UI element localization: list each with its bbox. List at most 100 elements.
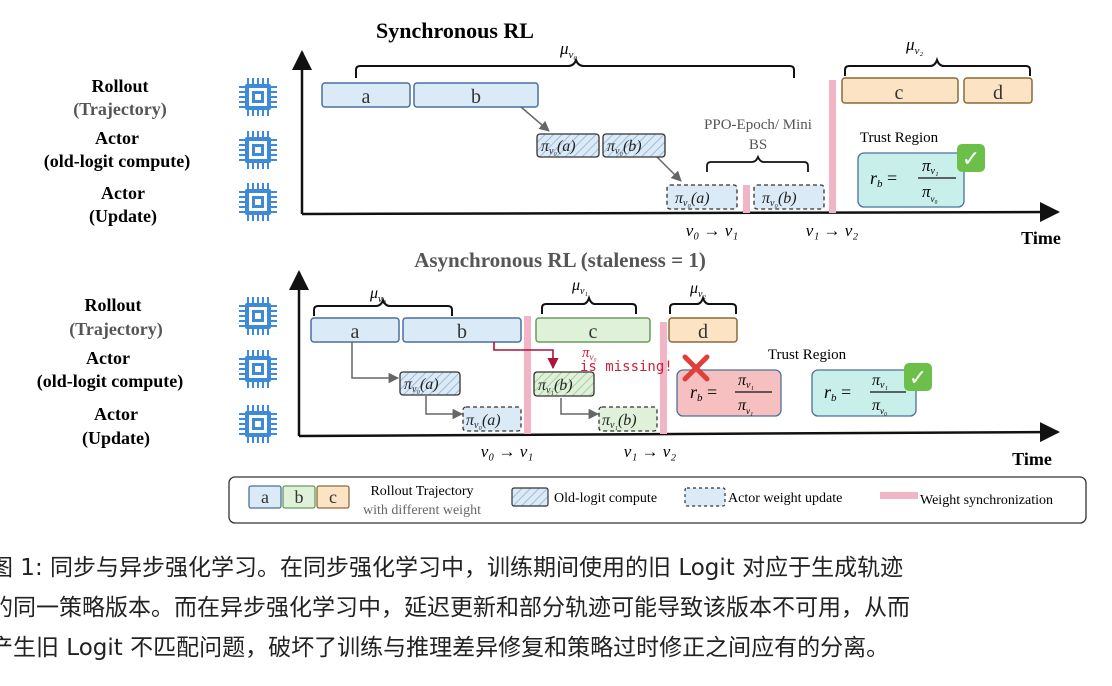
- sync-oldlogit-b-label: πv₀(b): [607, 138, 642, 157]
- legend-oldlogit-label: Old-logit compute: [554, 491, 657, 506]
- sync-oldlogit-a: [536, 133, 600, 158]
- async-brace-mu-v2: [669, 294, 737, 314]
- sync-rollout-a-label: a: [362, 86, 371, 108]
- sync-update-a: [666, 184, 738, 210]
- sync-transition-v0-v1: v₀ → v₁: [686, 221, 738, 240]
- async-weight-sync-bar: [660, 322, 667, 434]
- legend-box: [228, 476, 1087, 524]
- gpu-chip-icon: [238, 77, 278, 117]
- caption-line-2: 的同一策略版本。而在异步强化学习中，延迟更新和部分轨迹可能导致该版本不可用，从而: [0, 595, 910, 621]
- async-update-a: [462, 406, 522, 432]
- gpu-chip-icon: [238, 130, 278, 170]
- missing-pi-label: πv₀: [582, 345, 597, 362]
- async-rollout-b-label: b: [457, 321, 467, 343]
- async-time-label: Time: [1012, 449, 1052, 469]
- async-row-update-label: Actor: [94, 404, 138, 424]
- sync-rollout-d-label: d: [993, 82, 1003, 104]
- async-ratio-bad-lhs: rb =: [690, 382, 717, 404]
- sync-weight-sync-bar: [829, 80, 836, 213]
- async-brace-mu-v0: [313, 296, 453, 316]
- sync-rollout-c-label: c: [895, 82, 904, 104]
- gpu-chip-icon: [238, 296, 278, 336]
- sync-row-oldlogit-sublabel: (old-logit compute): [44, 151, 190, 172]
- ppo-brace: [706, 154, 809, 172]
- async-oldlogit-a-label: πv₀(a): [404, 376, 439, 395]
- sync-arrow-to-oldlogit: [520, 106, 550, 132]
- sync-update-b: [753, 184, 825, 210]
- legend-rollout-sublabel: with different weight: [363, 503, 481, 518]
- sync-rollout-c: [841, 77, 959, 104]
- check-icon: [904, 363, 932, 391]
- sync-update-a-label: πv₀(a): [675, 190, 710, 209]
- sync-ratio-numerator: πv₁: [922, 156, 938, 177]
- gpu-chip-icon: [238, 349, 278, 389]
- async-oldlogit-a: [399, 371, 461, 396]
- async-ratio-good-numerator: πv₁: [872, 372, 888, 391]
- ppo-label-line1: PPO-Epoch/ Mini: [704, 117, 812, 133]
- async-ratio-box-good: [811, 369, 917, 417]
- sync-brace-mu-v2: [844, 56, 1031, 76]
- legend-swatch-c-label: c: [329, 487, 337, 507]
- legend-sync-swatch: [880, 492, 918, 499]
- sync-transition-v1-v2: v₁ → v₂: [806, 221, 859, 240]
- async-title: Asynchronous RL (staleness = 1): [414, 248, 706, 272]
- sync-rollout-a: [321, 82, 411, 108]
- legend-swatch-b: [282, 485, 316, 509]
- legend-swatch-a: [248, 485, 282, 509]
- async-brace-mu-v1: [541, 294, 637, 314]
- async-rollout-a: [310, 317, 400, 343]
- sync-ratio-denominator: πv₀: [922, 182, 938, 204]
- async-arrow-a-to-oldlogit: [351, 342, 400, 384]
- legend-update-label: Actor weight update: [728, 491, 842, 506]
- sync-update-b-label: πv₀(b): [762, 190, 797, 209]
- sync-arrow-to-update: [655, 155, 682, 182]
- async-update-a-label: πv₀(a): [466, 412, 501, 431]
- legend-swatch-b-label: b: [295, 487, 304, 507]
- async-trust-region-label: Trust Region: [768, 347, 847, 363]
- async-transition-v1-v2: v₁ → v₂: [624, 442, 677, 461]
- sync-oldlogit-b: [602, 133, 666, 158]
- async-ratio-bad-numerator: πv₁: [738, 372, 754, 391]
- sync-time-label: Time: [1021, 228, 1061, 248]
- caption-line-1: 图 1: 同步与异步强化学习。在同步强化学习中，训练期间使用的旧 Logit 对…: [0, 555, 904, 581]
- async-row-rollout-sublabel: (Trajectory): [69, 319, 163, 340]
- async-mu-v0: μv₀: [369, 285, 386, 305]
- async-update-b-label: πv₁(b): [602, 412, 637, 431]
- check-icon: [957, 144, 985, 172]
- async-arrow-oldlogit-to-update: [425, 396, 464, 420]
- async-mu-v2: μv₂: [689, 280, 706, 300]
- sync-trust-region-label: Trust Region: [860, 130, 939, 146]
- sync-row-oldlogit-label: Actor: [95, 128, 139, 148]
- sync-row-rollout-sublabel: (Trajectory): [73, 99, 167, 120]
- sync-row-rollout-label: Rollout: [91, 76, 148, 96]
- async-rollout-a-label: a: [351, 321, 360, 343]
- async-rollout-c-label: c: [589, 321, 598, 343]
- legend-rollout-label: Rollout Trajectory: [370, 484, 473, 499]
- sync-brace-mu-v0: [355, 56, 795, 78]
- async-oldlogit-b: [533, 371, 595, 397]
- async-rollout-c: [535, 317, 651, 343]
- legend-swatch-a-label: a: [261, 487, 269, 507]
- sync-mu-v0: μv₀: [559, 39, 577, 61]
- async-row-oldlogit-sublabel: (old-logit compute): [37, 371, 183, 392]
- gpu-chip-icon: [238, 404, 278, 444]
- async-mu-v1: μv₁: [571, 277, 588, 297]
- figure-caption: 图 1: 同步与异步强化学习。在同步强化学习中，训练期间使用的旧 Logit 对…: [0, 548, 1112, 686]
- caption-line-3: 产生旧 Logit 不匹配问题，破坏了训练与推理差异修复和策略过时修正之间应有的…: [0, 635, 890, 661]
- async-rollout-d-label: d: [698, 321, 708, 343]
- sync-rollout-b-label: b: [471, 86, 481, 108]
- sync-row-update-label: Actor: [101, 183, 145, 203]
- sync-mu-v2: μv₂: [905, 35, 923, 57]
- sync-oldlogit-a-label: πv₀(a): [541, 138, 576, 157]
- async-ratio-good-denominator: πv₀: [872, 397, 887, 416]
- sync-ratio-box: [857, 152, 965, 208]
- check-glyph: ✓: [962, 147, 980, 172]
- async-rollout-d: [668, 317, 738, 343]
- missing-text: is missing!: [580, 359, 673, 375]
- async-rollout-b: [402, 317, 522, 343]
- async-arrow-missing: [493, 342, 559, 370]
- async-ratio-bad-denominator: πv₁: [738, 397, 753, 416]
- gpu-chip-icon: [238, 182, 278, 222]
- async-arrow-c-to-update: [560, 398, 600, 420]
- sync-ratio-lhs: rb =: [870, 168, 897, 190]
